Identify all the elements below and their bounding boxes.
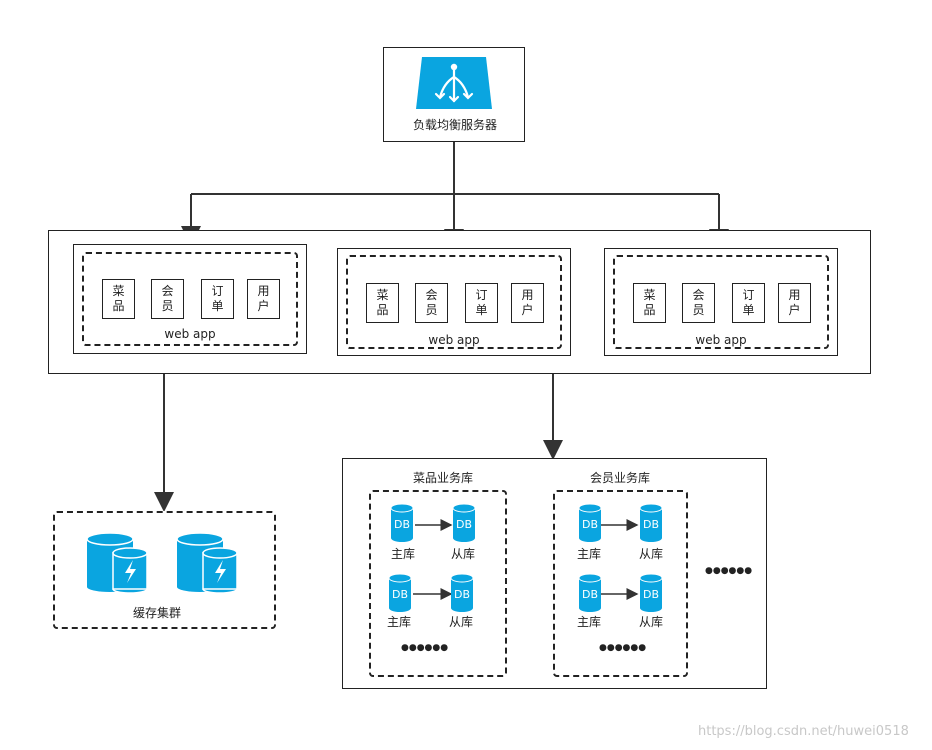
db-slave-icon: DB <box>452 503 476 542</box>
module-dishes: 菜品 <box>366 283 399 323</box>
webapp-inner-1: 菜品 会员 订单 用户 web app <box>82 252 298 346</box>
cache-cluster-box: 缓存集群 <box>53 511 276 629</box>
db-slave-label: 从库 <box>639 547 664 561</box>
webapp-inner-3: 菜品 会员 订单 用户 web app <box>613 255 829 349</box>
module-dishes: 菜品 <box>633 283 666 323</box>
cache-cluster-label: 缓存集群 <box>133 606 182 620</box>
db-master-icon: DB <box>578 503 602 542</box>
webapp-box-2: 菜品 会员 订单 用户 web app <box>337 248 571 356</box>
module-members: 会员 <box>682 283 715 323</box>
database-container: 菜品业务库 DB 主库 DB 从库 DB 主库 DB 从库 ●●● <box>342 458 767 689</box>
db-replication-arrows <box>599 519 639 600</box>
db-master-icon: DB <box>578 573 602 612</box>
module-orders: 订单 <box>465 283 498 323</box>
cache-server-icon <box>86 532 148 593</box>
module-users: 用户 <box>247 279 280 319</box>
db-master-label: 主库 <box>387 615 412 629</box>
webapp-label: web app <box>695 333 747 347</box>
load-balancer-label: 负载均衡服务器 <box>412 118 497 132</box>
watermark: https://blog.csdn.net/huwei0518 <box>698 724 909 739</box>
module-orders: 订单 <box>201 279 234 319</box>
module-members: 会员 <box>151 279 184 319</box>
db-more-dots: ●●●●●● <box>599 643 647 653</box>
db-slave-icon: DB <box>450 573 474 612</box>
db-master-label: 主库 <box>577 547 602 561</box>
webapp-label: web app <box>428 333 480 347</box>
webapp-label: web app <box>164 327 216 341</box>
db-master-label: 主库 <box>577 615 602 629</box>
db-replication-arrows <box>413 519 453 600</box>
db-group-box-2: DB 主库 DB 从库 DB 主库 DB 从库 ●●●●●● <box>553 490 688 677</box>
db-slave-label: 从库 <box>639 615 664 629</box>
webapp-box-3: 菜品 会员 订单 用户 web app <box>604 248 838 356</box>
db-slave-label: 从库 <box>449 615 474 629</box>
db-master-label: 主库 <box>391 547 416 561</box>
module-users: 用户 <box>511 283 544 323</box>
db-group-title: 菜品业务库 <box>413 471 474 485</box>
db-slave-icon: DB <box>639 503 663 542</box>
db-slave-icon: DB <box>639 573 663 612</box>
db-master-icon: DB <box>388 573 412 612</box>
cache-server-icon <box>176 532 238 593</box>
module-members: 会员 <box>415 283 448 323</box>
db-more-dots: ●●●●●● <box>401 643 449 653</box>
webapp-inner-2: 菜品 会员 订单 用户 web app <box>346 255 562 349</box>
db-more-groups-dots: ●●●●●● <box>705 566 753 576</box>
db-master-icon: DB <box>390 503 414 542</box>
module-users: 用户 <box>778 283 811 323</box>
webapp-box-1: 菜品 会员 订单 用户 web app <box>73 244 307 354</box>
db-group-title: 会员业务库 <box>590 471 651 485</box>
load-balancer-icon <box>416 57 492 109</box>
module-orders: 订单 <box>732 283 765 323</box>
db-group-box-1: DB 主库 DB 从库 DB 主库 DB 从库 ●●●●●● <box>369 490 507 677</box>
module-dishes: 菜品 <box>102 279 135 319</box>
load-balancer-box: 负载均衡服务器 <box>383 47 525 142</box>
db-slave-label: 从库 <box>451 547 476 561</box>
